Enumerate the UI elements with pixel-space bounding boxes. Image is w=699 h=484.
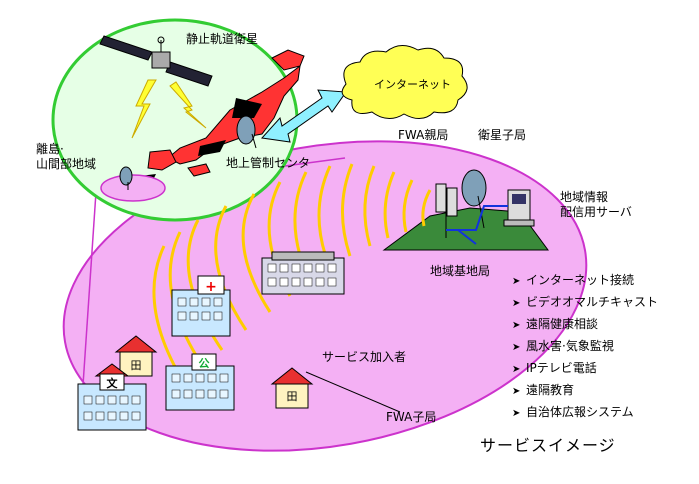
bullet-arrow-icon: ➤ [512, 320, 521, 331]
house-right-icon [270, 367, 314, 409]
internet-label: インターネット [374, 78, 451, 91]
service-item: ➤遠隔健康相談 [512, 314, 680, 336]
sat-child-dish-icon [461, 169, 487, 229]
service-item: ➤遠隔教育 [512, 380, 680, 402]
hospital-building-icon [171, 275, 231, 337]
fwa-child-pointer [305, 371, 401, 413]
service-item: ➤ビデオオマルチキャスト [512, 292, 680, 314]
satellite-icon [99, 35, 213, 87]
network-cable [446, 205, 508, 231]
remote-area-ellipse [100, 174, 166, 202]
public-sign: 公 [199, 357, 210, 370]
server-computer-icon [503, 189, 535, 227]
fwa-parent-label: FWA親局 [398, 128, 449, 142]
bullet-arrow-icon: ➤ [512, 342, 521, 353]
bullet-arrow-icon: ➤ [512, 386, 521, 397]
japan-map [140, 49, 305, 182]
house-left-sign: 田 [131, 359, 142, 372]
service-item: ➤IPテレビ電話 [512, 358, 680, 380]
satellite-label: 静止軌道衛星 [186, 32, 259, 46]
house-left-icon [114, 335, 158, 377]
regional-server-label: 地域情報 配信用サーバ [560, 190, 632, 219]
service-item: ➤風水害·気象監視 [512, 336, 680, 358]
house-right-sign: 田 [287, 390, 298, 403]
bullet-arrow-icon: ➤ [512, 298, 521, 309]
subscribers-label: サービス加入者 [322, 350, 407, 364]
bullet-arrow-icon: ➤ [512, 408, 521, 419]
lightning-right-icon [169, 81, 207, 129]
remote-area-label: 離島· 山間部地域 [36, 142, 97, 171]
school-building-icon [77, 363, 147, 431]
public-building-icon [165, 353, 235, 411]
service-item: ➤自治体広報システム [512, 402, 680, 424]
internet-cloud [341, 45, 468, 119]
remote-dish-icon [119, 166, 133, 190]
sat-child-label: 衛星子局 [478, 128, 527, 142]
ground-center-label: 地上管制センタ [226, 156, 311, 170]
hospital-sign: + [205, 279, 217, 295]
school-sign: 文 [107, 376, 119, 390]
office-building-icon [261, 251, 345, 295]
bullet-arrow-icon: ➤ [512, 276, 521, 287]
network-cable-2 [457, 229, 477, 245]
fwa-parent-antenna-icon [435, 183, 458, 238]
base-station-label: 地域基地局 [430, 264, 491, 278]
connector-line-left [81, 191, 97, 401]
bullet-arrow-icon: ➤ [512, 364, 521, 375]
fwa-child-label: FWA子局 [386, 410, 437, 424]
lightning-left-icon [131, 79, 157, 139]
service-list: ➤インターネット接続 ➤ビデオオマルチキャスト ➤遠隔健康相談 ➤風水害·気象監… [512, 270, 680, 424]
ground-dish-icon [236, 115, 257, 149]
service-item: ➤インターネット接続 [512, 270, 680, 292]
diagram-caption: サービスイメージ [480, 436, 616, 455]
